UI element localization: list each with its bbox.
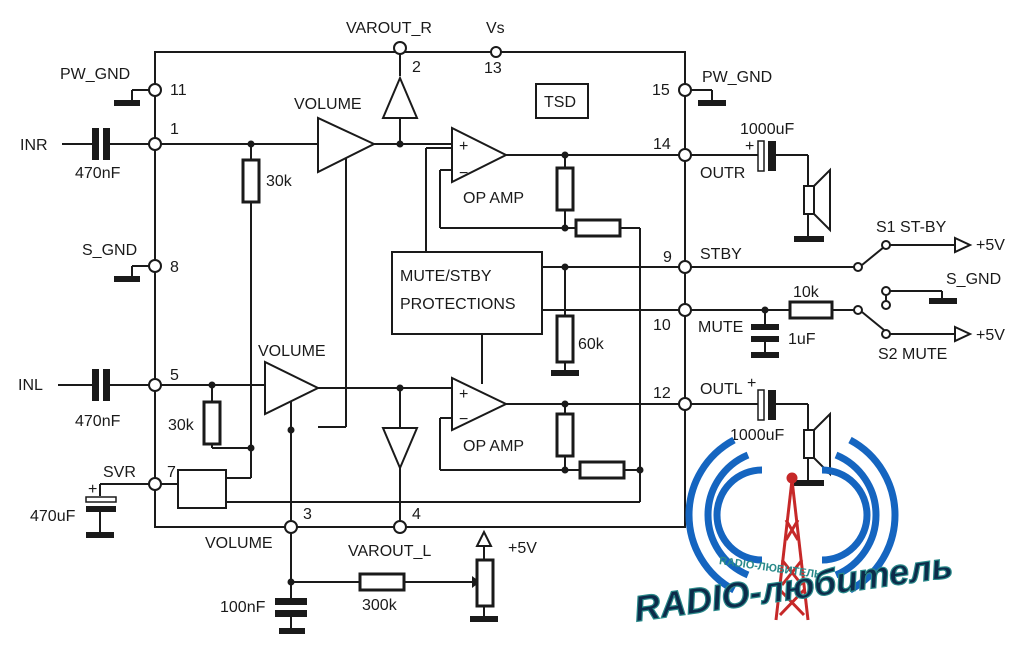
svg-text:10k: 10k xyxy=(793,284,820,301)
inr-input: INR 470nF 1 xyxy=(20,121,318,182)
varout-r: VAROUT_R 2 xyxy=(346,20,432,144)
svg-text:S2 MUTE: S2 MUTE xyxy=(878,346,947,363)
svg-text:PW_GND: PW_GND xyxy=(702,69,772,86)
svg-text:470nF: 470nF xyxy=(75,413,121,430)
radio-waves-icon xyxy=(685,436,899,594)
svg-text:STBY: STBY xyxy=(700,246,742,263)
svg-text:+5V: +5V xyxy=(508,540,537,557)
svg-text:INL: INL xyxy=(18,377,43,394)
resistor-30k-left: 30k xyxy=(168,385,255,452)
svg-text:1000uF: 1000uF xyxy=(730,427,784,444)
svg-text:5: 5 xyxy=(170,367,179,384)
svg-text:14: 14 xyxy=(653,136,671,153)
varout-l-buffer xyxy=(381,388,419,522)
svg-text:OP AMP: OP AMP xyxy=(463,190,524,207)
svg-text:12: 12 xyxy=(653,385,671,402)
radio-tower-icon xyxy=(774,472,810,621)
svg-text:S_GND: S_GND xyxy=(946,271,1001,288)
s-gnd-left: S_GND 8 xyxy=(82,242,179,282)
opamp-bottom: + − OP AMP xyxy=(439,376,680,480)
svg-text:MUTE/STBY: MUTE/STBY xyxy=(400,268,492,285)
svg-text:INR: INR xyxy=(20,137,48,154)
outr-pin-14: 14 OUTR + 1000uF xyxy=(653,121,809,186)
svg-text:9: 9 xyxy=(663,249,672,266)
svg-text:1000uF: 1000uF xyxy=(740,121,794,138)
svg-text:100nF: 100nF xyxy=(220,599,266,616)
svg-text:1uF: 1uF xyxy=(788,331,816,348)
svg-text:Vs: Vs xyxy=(486,20,505,37)
svg-text:11: 11 xyxy=(170,82,187,99)
svg-text:+5V: +5V xyxy=(976,327,1005,344)
svg-text:PW_GND: PW_GND xyxy=(60,66,130,83)
svg-text:VOLUME: VOLUME xyxy=(205,535,273,552)
resistor-30k-top: 30k xyxy=(241,144,293,478)
volume-amp-mid: VOLUME xyxy=(258,343,456,527)
svg-text:8: 8 xyxy=(170,259,179,276)
opamp-top: + − OP AMP xyxy=(425,126,680,502)
svg-text:30k: 30k xyxy=(266,173,293,190)
svg-text:470uF: 470uF xyxy=(30,508,76,525)
speaker-left xyxy=(794,411,831,486)
svg-text:2: 2 xyxy=(412,59,421,76)
svg-text:+5V: +5V xyxy=(976,237,1005,254)
svg-text:VOLUME: VOLUME xyxy=(258,343,326,360)
radio-lyubitel-logo: RADIO-ЛЮБИТЕЛЬ RADIO-любитель xyxy=(631,436,956,630)
stby-pin-9: 9 STBY xyxy=(663,246,863,274)
svg-text:VOLUME: VOLUME xyxy=(294,96,362,113)
pw-gnd-right: 15 PW_GND xyxy=(652,69,772,106)
volume-potentiometer: +5V xyxy=(470,529,537,622)
svg-text:+: + xyxy=(459,386,468,403)
svg-text:+: + xyxy=(88,481,97,498)
inl-input: INL 470nF 5 xyxy=(18,367,265,430)
svg-text:RADIO-любитель: RADIO-любитель xyxy=(632,544,956,629)
switch-s-gnd: S_GND xyxy=(885,271,1001,305)
svg-text:OUTR: OUTR xyxy=(700,165,745,182)
svg-text:300k: 300k xyxy=(362,597,398,614)
speaker-right xyxy=(794,167,831,242)
svg-text:30k: 30k xyxy=(168,417,195,434)
ic-package-outline xyxy=(154,51,686,528)
varout-l-pin-4: 4 VAROUT_L xyxy=(348,506,431,560)
svg-text:+: + xyxy=(745,138,754,155)
svg-text:15: 15 xyxy=(652,82,670,99)
svg-text:TSD: TSD xyxy=(544,94,576,111)
svg-text:VAROUT_R: VAROUT_R xyxy=(346,20,432,37)
svg-text:60k: 60k xyxy=(578,336,605,353)
svg-text:OUTL: OUTL xyxy=(700,381,743,398)
svg-text:+: + xyxy=(459,138,468,155)
svg-text:1: 1 xyxy=(170,121,179,138)
svg-text:−: − xyxy=(459,165,468,182)
svg-text:−: − xyxy=(459,411,468,428)
switch-s2-mute: +5V S2 MUTE xyxy=(861,300,1005,363)
mute-pin-10: 10 MUTE 10k 1uF xyxy=(653,284,863,358)
mute-stby-protection-block: MUTE/STBY PROTECTIONS 60k xyxy=(391,251,680,384)
svg-text:VAROUT_L: VAROUT_L xyxy=(348,543,431,560)
svg-text:10: 10 xyxy=(653,317,671,334)
svg-text:4: 4 xyxy=(412,506,421,523)
svg-text:+: + xyxy=(747,375,756,392)
svg-text:13: 13 xyxy=(484,60,502,77)
svr-pin: SVR 7 + 470uF xyxy=(30,464,640,538)
tsd-block: TSD xyxy=(535,83,589,119)
svg-text:PROTECTIONS: PROTECTIONS xyxy=(400,296,516,313)
svg-text:MUTE: MUTE xyxy=(698,319,743,336)
svg-text:S1 ST-BY: S1 ST-BY xyxy=(876,219,947,236)
switch-s1-standby: S1 ST-BY +5V xyxy=(861,219,1005,296)
svg-text:470nF: 470nF xyxy=(75,165,121,182)
vs-pin: Vs 13 xyxy=(484,20,505,77)
svg-text:3: 3 xyxy=(303,506,312,523)
svg-text:OP AMP: OP AMP xyxy=(463,438,524,455)
volume-pin-3: 3 VOLUME 100nF 300k xyxy=(205,506,480,634)
pw-gnd-left: PW_GND 11 xyxy=(60,66,187,106)
outl-pin-12: 12 OUTL + 1000uF xyxy=(653,375,809,444)
svg-text:SVR: SVR xyxy=(103,464,136,481)
svg-text:S_GND: S_GND xyxy=(82,242,137,259)
volume-amp-top: VOLUME xyxy=(294,96,456,428)
svg-text:7: 7 xyxy=(167,464,176,481)
